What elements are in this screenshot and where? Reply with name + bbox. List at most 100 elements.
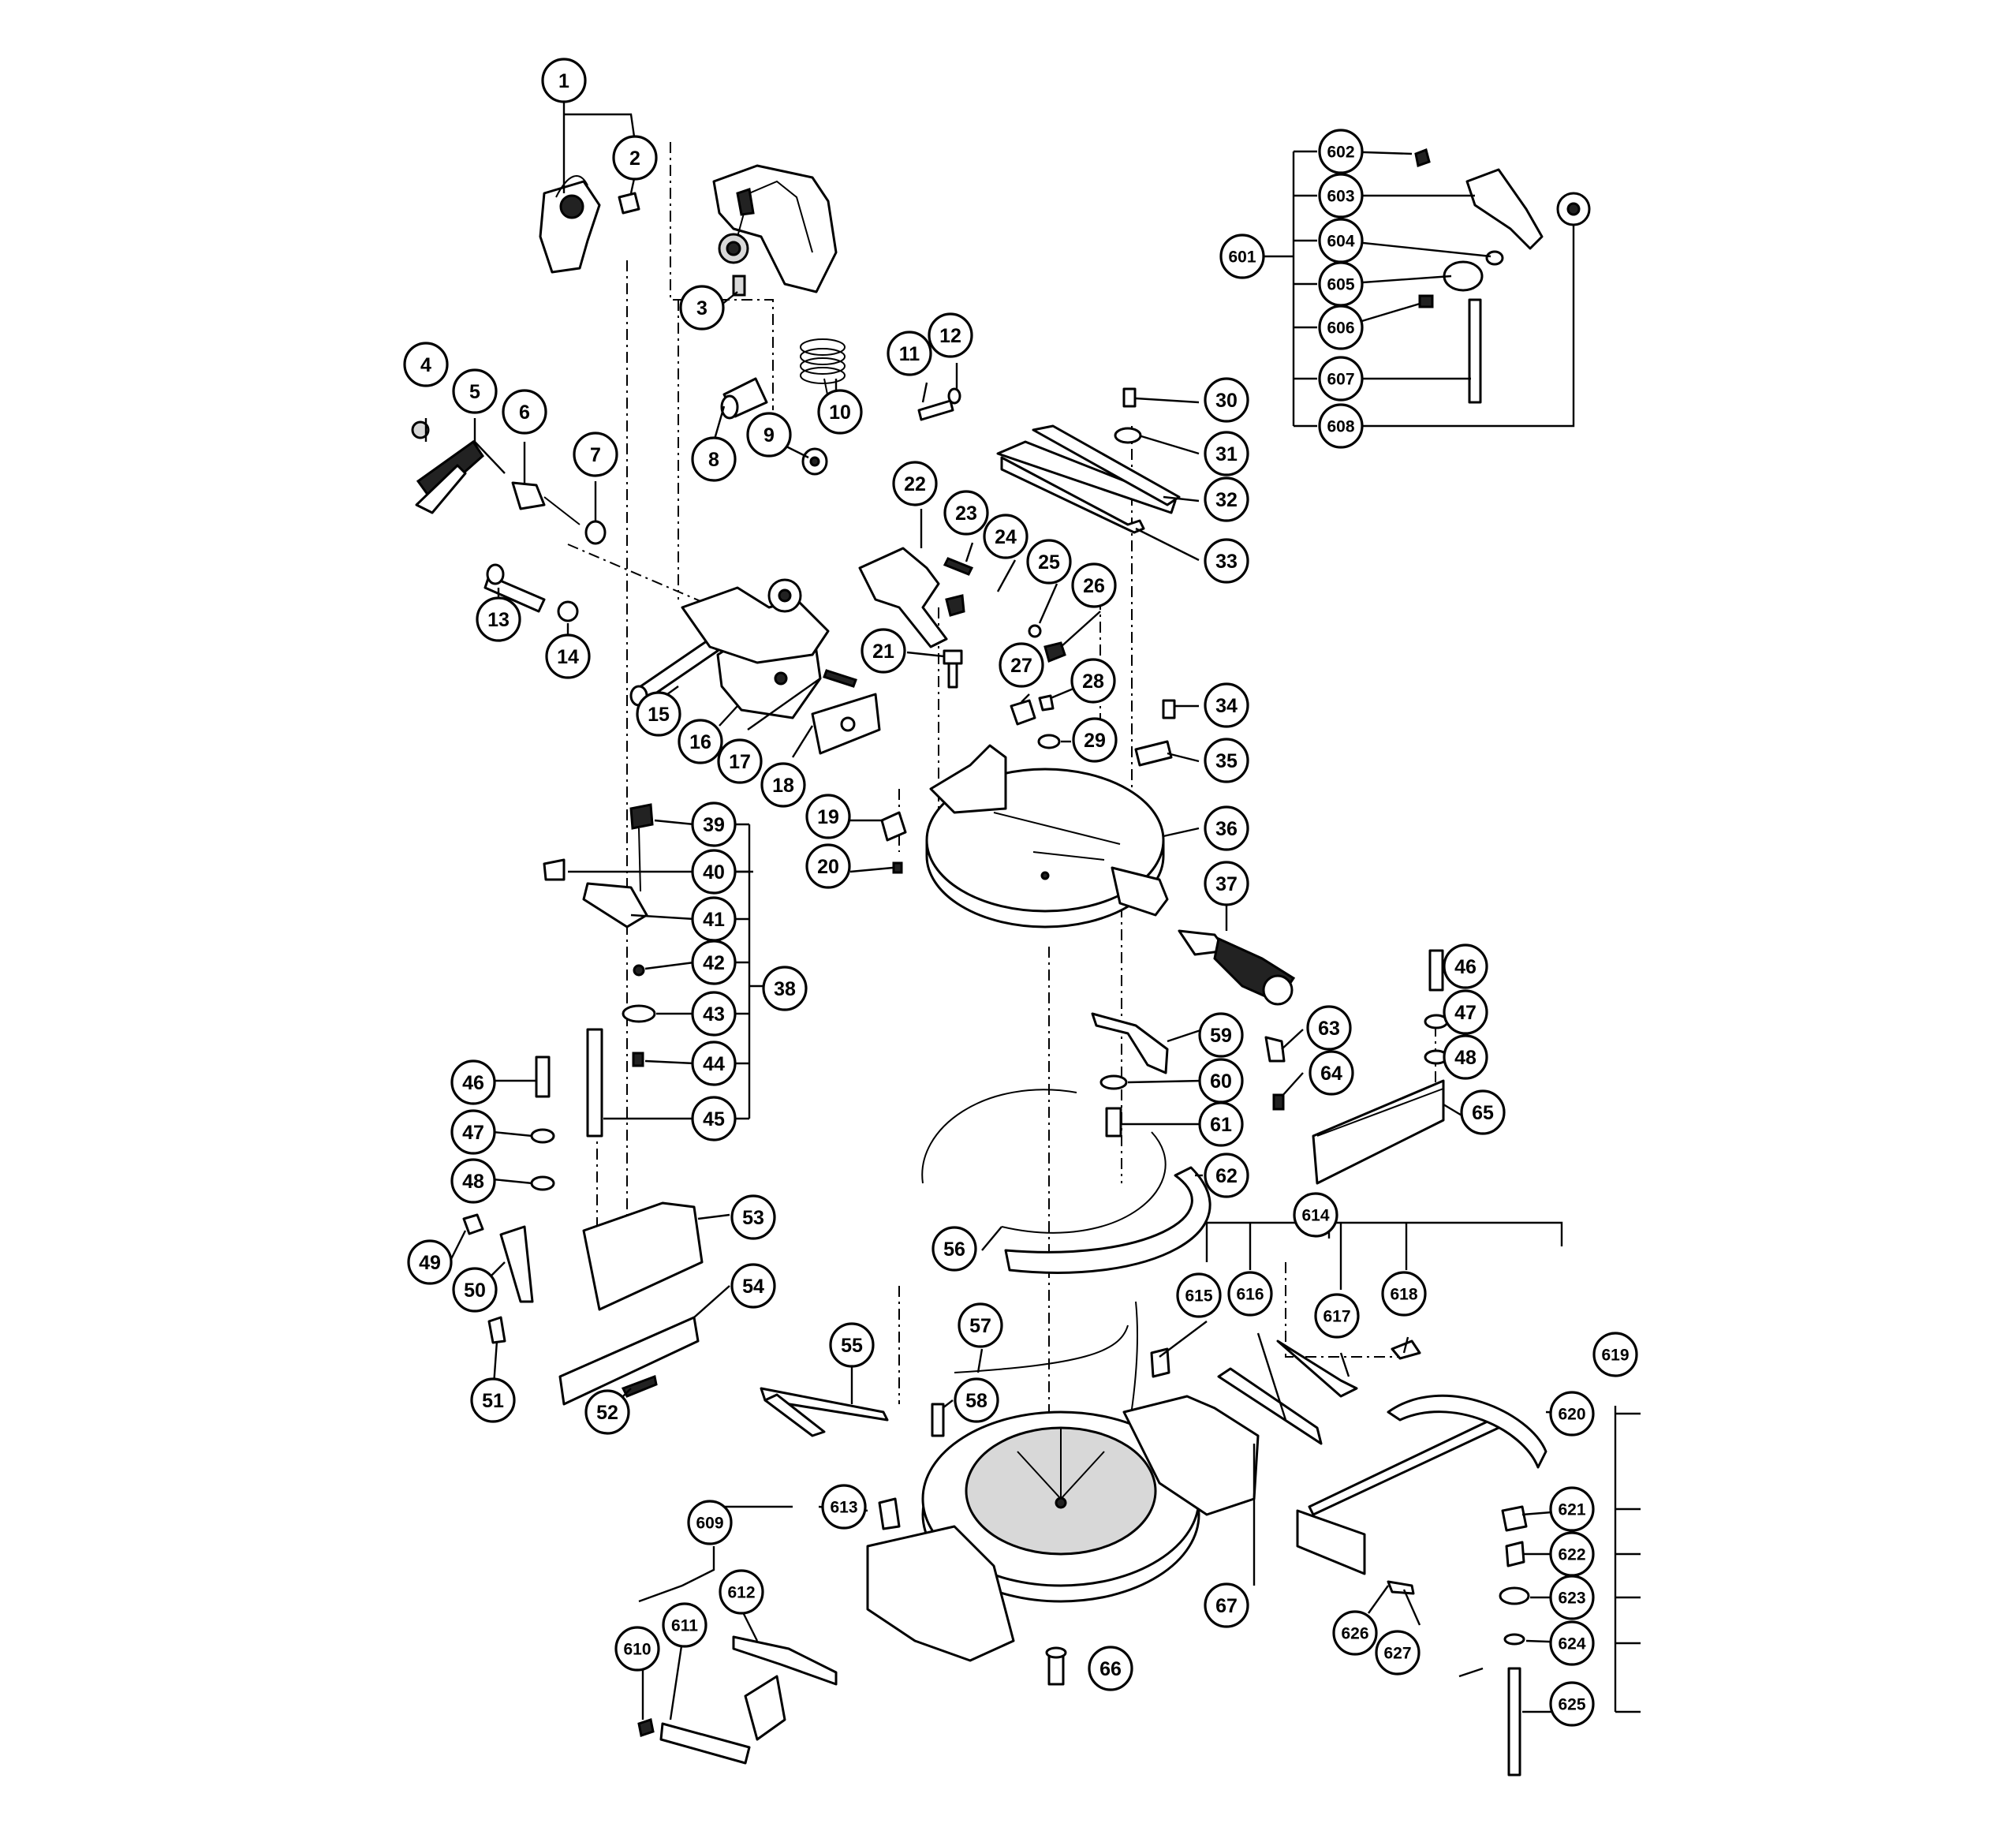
callout-label: 32 [1215,489,1238,511]
callout-label: 62 [1215,1165,1238,1187]
callout-66: 66 [1088,1646,1133,1691]
handle-assembly-group [1414,148,1591,404]
callout-608: 608 [1318,403,1364,449]
callout-label: 33 [1215,551,1238,573]
callout-label: 612 [727,1584,755,1602]
callout-45: 45 [691,1096,737,1141]
callout-label: 56 [943,1239,965,1261]
callout-602: 602 [1318,129,1364,174]
callout-47: 47 [450,1109,496,1155]
callout-625: 625 [1549,1681,1595,1727]
callout-18: 18 [760,762,806,808]
callout-55: 55 [829,1322,875,1368]
callout-21: 21 [861,628,906,674]
callout-605: 605 [1318,261,1364,307]
callout-label: 4 [420,354,431,376]
callout-label: 610 [623,1641,651,1659]
callout-24: 24 [983,514,1029,559]
callout-label: 615 [1185,1287,1212,1306]
callout-26: 26 [1071,562,1117,608]
callout-3: 3 [679,285,725,331]
callout-42: 42 [691,940,737,985]
callout-620: 620 [1549,1391,1595,1437]
callout-label: 22 [904,473,926,495]
callout-611: 611 [662,1602,707,1648]
callout-label: 50 [464,1280,486,1302]
callout-31: 31 [1204,431,1249,476]
callout-label: 613 [830,1499,857,1517]
callout-2: 2 [612,135,658,181]
callout-label: 64 [1320,1063,1342,1085]
callout-label: 620 [1558,1406,1585,1424]
callout-label: 40 [703,861,725,884]
callout-label: 38 [774,978,796,1000]
callout-label: 48 [462,1171,484,1193]
callout-label: 58 [965,1390,987,1412]
callout-label: 47 [1454,1002,1477,1024]
callout-label: 19 [817,806,839,828]
callout-38: 38 [762,966,808,1011]
callout-label: 604 [1327,233,1354,251]
callout-610: 610 [614,1626,660,1672]
callout-label: 59 [1210,1025,1232,1047]
right-fence-group [1312,949,1449,1185]
callout-14: 14 [545,633,591,679]
callout-label: 26 [1083,575,1105,597]
callout-64: 64 [1309,1050,1354,1096]
callout-label: 24 [995,526,1017,548]
callout-616: 616 [1227,1271,1273,1317]
callout-17: 17 [717,738,763,784]
callout-label: 607 [1327,371,1354,389]
callout-60: 60 [1198,1058,1244,1104]
callout-label: 35 [1215,750,1238,772]
callout-label: 46 [462,1072,484,1094]
callout-label: 53 [742,1207,764,1229]
callout-label: 18 [772,775,794,797]
callout-label: 60 [1210,1070,1232,1093]
callout-621: 621 [1549,1486,1595,1532]
callout-58: 58 [954,1377,999,1423]
callout-7: 7 [573,432,618,477]
callout-label: 21 [872,641,894,663]
callout-label: 10 [829,402,851,424]
callout-label: 5 [469,381,480,403]
callout-label: 66 [1099,1658,1122,1680]
handle-switch-group [411,164,961,719]
callout-601: 601 [1219,234,1265,279]
callout-623: 623 [1549,1575,1595,1620]
callout-label: 618 [1390,1286,1417,1304]
callout-46: 46 [1443,943,1488,989]
callout-13: 13 [476,596,521,642]
callout-9: 9 [746,412,792,458]
callout-label: 623 [1558,1590,1585,1608]
callout-label: 621 [1558,1501,1585,1519]
callout-53: 53 [730,1194,776,1240]
callout-label: 63 [1318,1018,1340,1040]
callout-48: 48 [1443,1034,1488,1080]
callout-1: 1 [541,58,587,103]
callout-28: 28 [1070,658,1116,704]
callout-67: 67 [1204,1582,1249,1628]
callout-30: 30 [1204,377,1249,423]
callout-61: 61 [1198,1101,1244,1147]
callout-label: 67 [1215,1595,1238,1617]
callout-6: 6 [502,389,547,435]
callout-603: 603 [1318,173,1364,219]
turntable-body [925,744,1296,1138]
depth-stop-group [543,803,656,1138]
callout-44: 44 [691,1041,737,1086]
extension-right-group [1150,1339,1547,1777]
callout-label: 37 [1215,873,1238,895]
callout-label: 39 [703,814,725,836]
callout-62: 62 [1204,1153,1249,1198]
callout-604: 604 [1318,218,1364,263]
callout-618: 618 [1381,1271,1427,1317]
callout-626: 626 [1332,1610,1378,1656]
callout-label: 23 [955,503,977,525]
callout-614: 614 [1293,1192,1338,1238]
cover-plates [996,387,1181,767]
callout-label: 624 [1558,1635,1585,1653]
callout-615: 615 [1176,1272,1222,1318]
callout-35: 35 [1204,738,1249,783]
